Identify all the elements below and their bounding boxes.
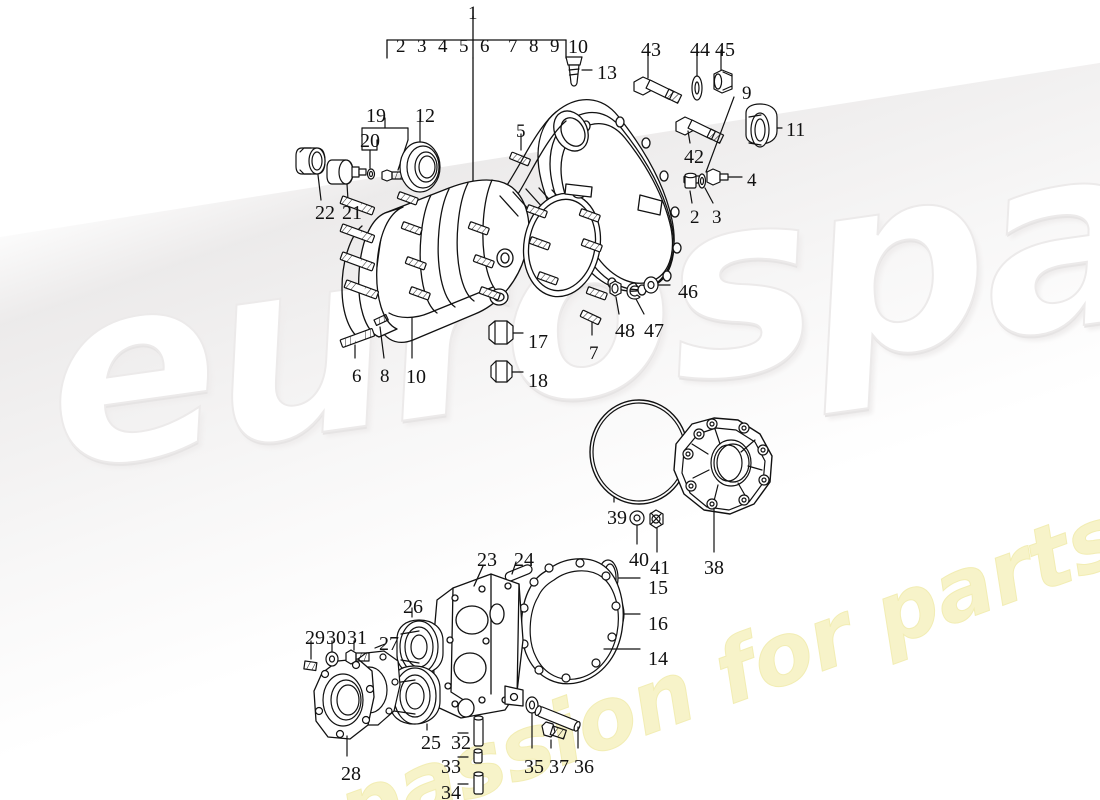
callout-41: 41 bbox=[650, 557, 670, 579]
part-9-stud-small bbox=[683, 96, 735, 184]
callout-15: 15 bbox=[648, 577, 668, 599]
callout-28: 28 bbox=[341, 763, 361, 785]
callout-27: 27 bbox=[379, 633, 399, 655]
callout-32: 32 bbox=[451, 732, 471, 754]
callout-7: 7 bbox=[589, 343, 599, 364]
callout-10: 10 bbox=[568, 36, 588, 58]
part-34-dowel-pin-medium bbox=[457, 771, 484, 795]
part-1-main-housing bbox=[341, 99, 682, 343]
part-40-washer-tiny bbox=[629, 510, 645, 545]
callout-8: 8 bbox=[380, 366, 390, 387]
callout-9: 9 bbox=[550, 36, 560, 57]
callout-46: 46 bbox=[678, 281, 698, 303]
callout-36: 36 bbox=[574, 756, 594, 778]
part-20-washer bbox=[366, 168, 376, 180]
callout-4: 4 bbox=[747, 170, 757, 191]
callout-3: 3 bbox=[417, 36, 427, 57]
callout-47: 47 bbox=[644, 320, 664, 342]
callout-42: 42 bbox=[684, 146, 704, 168]
callout-12: 12 bbox=[415, 105, 435, 127]
part-41-nut-small bbox=[649, 509, 664, 553]
part-38-differential-cover bbox=[673, 417, 773, 553]
part-4-fitting bbox=[706, 168, 743, 186]
callout-2: 2 bbox=[690, 207, 700, 228]
callout-29: 29 bbox=[305, 627, 325, 649]
callout-16: 16 bbox=[648, 613, 668, 635]
part-22-cap bbox=[295, 147, 326, 201]
part-11-bushing bbox=[745, 103, 783, 148]
callout-6: 6 bbox=[352, 366, 362, 387]
callout-33: 33 bbox=[441, 756, 461, 778]
part-23-rear-cover-housing bbox=[432, 565, 524, 719]
callout-5: 5 bbox=[516, 121, 526, 142]
part-7-stud bbox=[579, 309, 602, 336]
callout-5: 5 bbox=[459, 36, 469, 57]
callout-21: 21 bbox=[342, 202, 362, 224]
callout-18: 18 bbox=[528, 370, 548, 392]
callout-10: 10 bbox=[406, 366, 426, 388]
callout-7: 7 bbox=[508, 36, 518, 57]
callout-22: 22 bbox=[315, 202, 335, 224]
callout-25: 25 bbox=[421, 732, 441, 754]
callout-4: 4 bbox=[438, 36, 448, 57]
callout-14: 14 bbox=[648, 648, 668, 670]
callout-6: 6 bbox=[480, 36, 490, 57]
part-36-spacer-tube bbox=[534, 705, 581, 749]
part-13-drain-plug bbox=[565, 56, 593, 87]
callout-40: 40 bbox=[629, 549, 649, 571]
callout-35: 35 bbox=[524, 756, 544, 778]
callout-20: 20 bbox=[360, 130, 380, 152]
callout-39: 39 bbox=[607, 507, 627, 529]
callout-26: 26 bbox=[403, 596, 423, 618]
callout-48: 48 bbox=[615, 320, 635, 342]
part-17-plug bbox=[488, 320, 524, 345]
callout-13: 13 bbox=[597, 62, 617, 84]
callout-37: 37 bbox=[549, 756, 569, 778]
callout-23: 23 bbox=[477, 549, 497, 571]
part-39-o-ring bbox=[589, 399, 689, 505]
callout-44: 44 bbox=[690, 39, 710, 61]
callout-34: 34 bbox=[441, 782, 461, 800]
part-48-hex-nut bbox=[609, 280, 622, 315]
part-18-plug bbox=[490, 360, 524, 383]
callout-31: 31 bbox=[347, 627, 367, 649]
callout-19: 19 bbox=[366, 105, 386, 127]
callout-43: 43 bbox=[641, 39, 661, 61]
part-6-stud-long bbox=[339, 327, 376, 359]
callout-9: 9 bbox=[742, 83, 752, 104]
callout-1: 1 bbox=[468, 3, 478, 24]
callout-45: 45 bbox=[715, 39, 735, 61]
part-35-washer-ring bbox=[525, 696, 539, 749]
part-2-sleeve bbox=[684, 172, 697, 204]
callout-24: 24 bbox=[514, 549, 534, 571]
callout-11: 11 bbox=[786, 119, 806, 141]
part-21-fitting-body bbox=[326, 159, 367, 201]
callout-8: 8 bbox=[529, 36, 539, 57]
callout-38: 38 bbox=[704, 557, 724, 579]
callout-17: 17 bbox=[528, 331, 548, 353]
part-28-bearing-retainer-flange bbox=[313, 658, 375, 757]
callout-3: 3 bbox=[712, 207, 722, 228]
part-12-oil-seal bbox=[399, 117, 441, 193]
callout-2: 2 bbox=[396, 36, 406, 57]
part-42-hex-bolt-long bbox=[675, 116, 725, 144]
callout-30: 30 bbox=[326, 627, 346, 649]
